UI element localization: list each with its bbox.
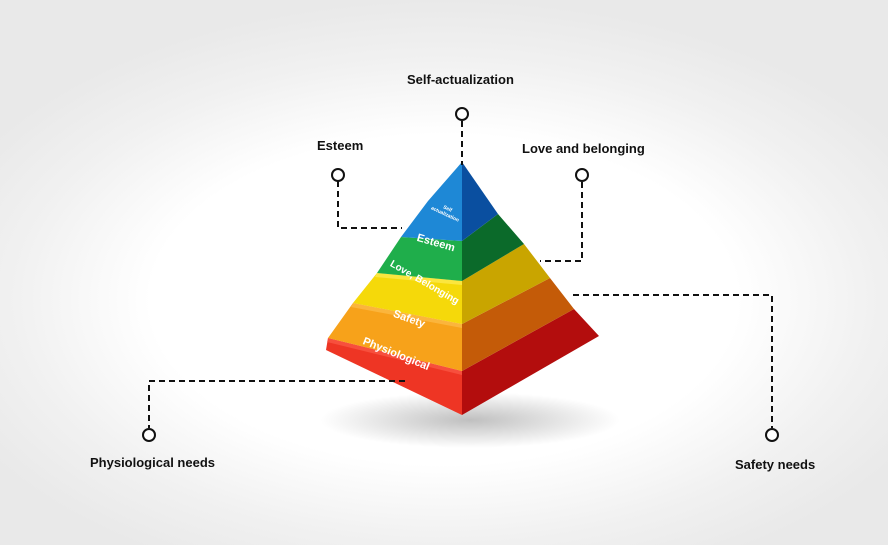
connector-physiological — [148, 380, 405, 428]
level-esteem-front — [377, 237, 462, 281]
level-esteem-side — [462, 214, 524, 281]
callout-self-actualization: Self-actualization — [407, 72, 514, 87]
connector-esteem — [337, 181, 402, 229]
pyramid-shadow — [320, 392, 620, 448]
connector-love-belonging — [540, 182, 583, 262]
level-self-actualization-front — [401, 162, 462, 241]
callout-esteem: Esteem — [317, 138, 364, 153]
level-self-actualization-side — [462, 162, 498, 241]
marker-physiological — [142, 428, 156, 442]
level-physiological-front — [326, 338, 462, 415]
marker-self-actualization — [455, 107, 469, 121]
level-love-belonging-front — [353, 273, 462, 324]
level-love-belonging-side — [462, 244, 550, 324]
callout-physiological: Physiological needs — [90, 455, 215, 470]
marker-safety — [765, 428, 779, 442]
callout-safety: Safety needs — [735, 457, 816, 472]
marker-love-belonging — [575, 168, 589, 182]
level-safety-side — [462, 278, 574, 371]
callout-love-belonging: Love and belonging — [522, 141, 645, 156]
marker-esteem — [331, 168, 345, 182]
level-physiological-side — [462, 309, 599, 415]
